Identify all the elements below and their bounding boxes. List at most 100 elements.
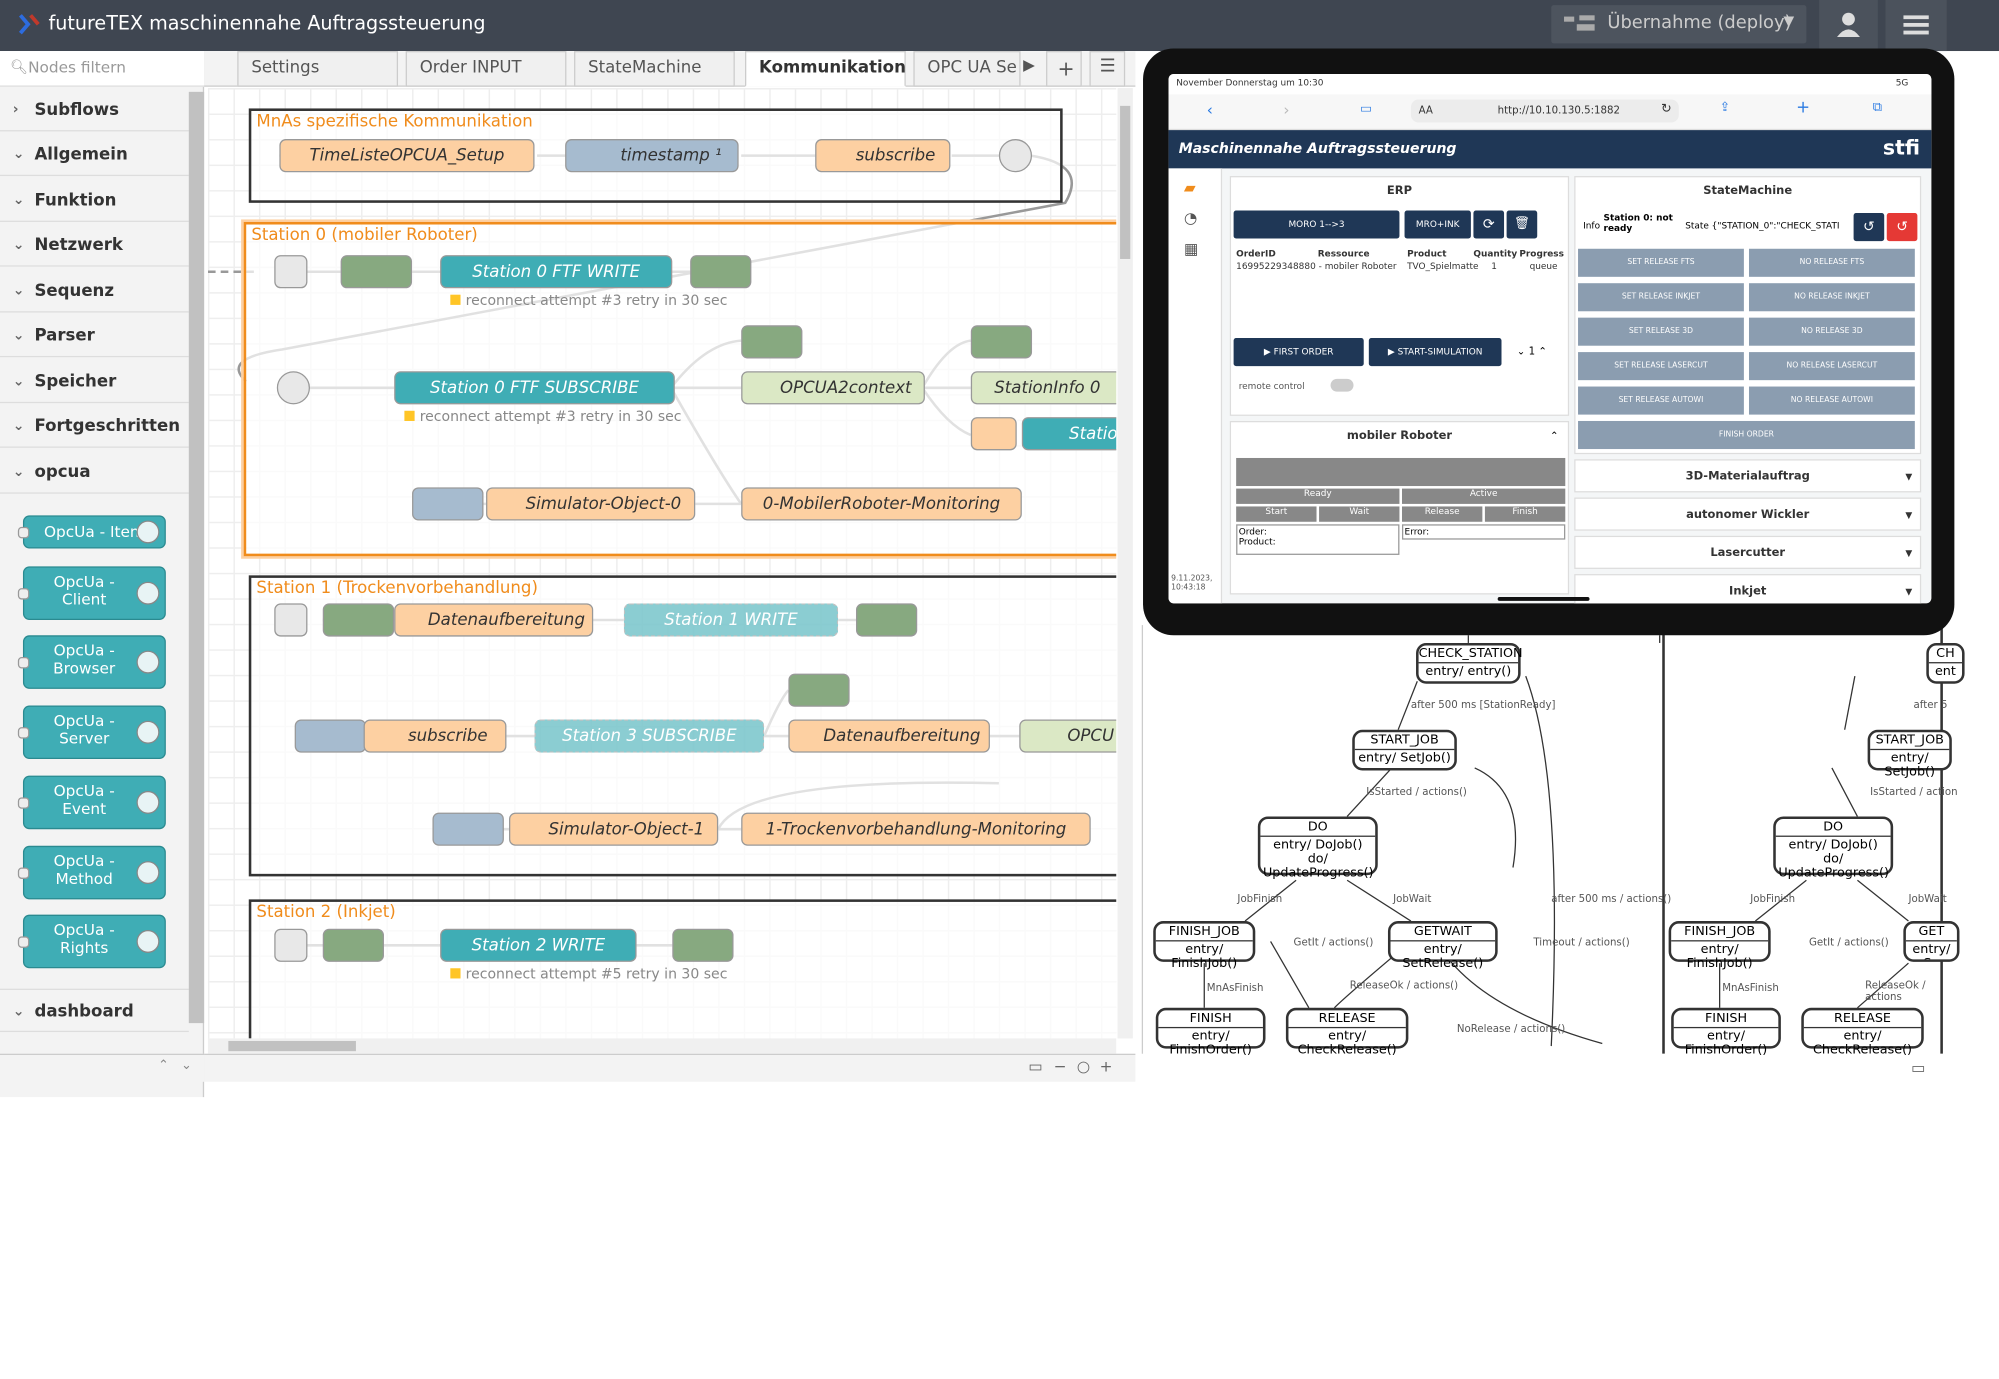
no-release-autowi-button[interactable]: NO RELEASE AUTOWI bbox=[1748, 386, 1915, 415]
node-stationinfo0[interactable]: StationInfo 0 bbox=[970, 371, 1117, 405]
main-menu-button[interactable] bbox=[1885, 0, 1947, 52]
node-station-template[interactable]: Station bbox=[1021, 417, 1117, 451]
link-in-node[interactable] bbox=[274, 255, 308, 289]
no-release-3d-button[interactable]: NO RELEASE 3D bbox=[1748, 317, 1915, 346]
add-tab-button[interactable]: + bbox=[1046, 51, 1082, 87]
expand-all-icon[interactable]: ⌄ bbox=[181, 1058, 192, 1073]
node-timestamp[interactable]: timestamp ¹ bbox=[565, 139, 739, 173]
tab-settings[interactable]: Settings bbox=[237, 51, 399, 87]
link-in-node[interactable] bbox=[274, 603, 308, 637]
node-simulator-object-0[interactable]: Simulator-Object-0 bbox=[486, 487, 696, 521]
set-release-3d-button[interactable]: SET RELEASE 3D bbox=[1578, 317, 1744, 346]
reset-icon[interactable]: ↺ bbox=[1853, 213, 1885, 242]
debug-node[interactable] bbox=[855, 603, 918, 637]
refresh-icon[interactable]: ⟳ bbox=[1473, 210, 1505, 239]
set-release-autowi-button[interactable]: SET RELEASE AUTOWI bbox=[1578, 386, 1744, 415]
workspace-vscrollbar[interactable] bbox=[1117, 88, 1133, 1039]
finish-order-button[interactable]: FINISH ORDER bbox=[1578, 420, 1915, 450]
debug-node[interactable] bbox=[788, 673, 850, 707]
palette-search[interactable]: 🔍︎ Nodes filtern bbox=[0, 51, 205, 87]
trash-icon[interactable]: 🗑︎ bbox=[1506, 210, 1538, 239]
category-sequenz[interactable]: ⌄Sequenz bbox=[0, 269, 189, 313]
tab-list-button[interactable]: ☰ bbox=[1089, 51, 1126, 87]
palette-node-opcua-server[interactable]: OpcUa - Server bbox=[17, 705, 166, 760]
inject-node[interactable] bbox=[294, 719, 367, 753]
tab-statemachine[interactable]: StateMachine bbox=[574, 51, 735, 87]
link-in-node[interactable] bbox=[274, 928, 308, 962]
palette-scrollbar[interactable] bbox=[188, 91, 205, 1024]
palette-node-opcua-rights[interactable]: OpcUa - Rights bbox=[17, 914, 166, 969]
node-simulator-object-1[interactable]: Simulator-Object-1 bbox=[509, 812, 719, 846]
debug-node[interactable] bbox=[672, 928, 734, 962]
dashboard-icon[interactable]: ◔ bbox=[1183, 209, 1198, 228]
deploy-button[interactable]: Übernahme (deploy) ▼ bbox=[1551, 5, 1807, 44]
node-station0-subscribe[interactable]: Station 0 FTF SUBSCRIBE bbox=[394, 371, 675, 405]
node-opcu[interactable]: OPCU bbox=[1019, 719, 1117, 753]
map-icon[interactable]: ▭ bbox=[1028, 1057, 1043, 1076]
palette-node-opcua-method[interactable]: OpcUa - Method bbox=[17, 845, 166, 900]
scroll-thumb[interactable] bbox=[1120, 105, 1131, 259]
workspace-hscrollbar[interactable] bbox=[207, 1038, 1117, 1054]
first-order-button[interactable]: ▶ FIRST ORDER bbox=[1233, 338, 1364, 367]
mroink-button[interactable]: MRO+INK bbox=[1404, 210, 1471, 239]
no-release-inkjet-button[interactable]: NO RELEASE INKJET bbox=[1748, 283, 1915, 312]
set-release-inkjet-button[interactable]: SET RELEASE INKJET bbox=[1578, 283, 1744, 312]
expander-autonomer-wickler[interactable]: autonomer Wickler▼ bbox=[1574, 497, 1922, 531]
reload-icon[interactable]: ↻ bbox=[1660, 102, 1672, 117]
node-station2-write[interactable]: Station 2 WRITE bbox=[440, 928, 637, 962]
bookmarks-icon[interactable]: ▭ bbox=[1359, 102, 1372, 117]
palette-node-opcua-client[interactable]: OpcUa - Client bbox=[17, 566, 166, 620]
palette-node-opcua-item[interactable]: OpcUa - Item bbox=[17, 515, 166, 549]
expander-3d-materialauftrag[interactable]: 3D-Materialauftrag▼ bbox=[1574, 459, 1922, 493]
category-dashboard[interactable]: ⌄dashboard bbox=[0, 988, 189, 1033]
reader-mode-icon[interactable]: AA bbox=[1418, 104, 1433, 117]
reset-red-icon[interactable]: ↺ bbox=[1886, 213, 1918, 242]
flow-workspace[interactable]: MnAs spezifische Kommunikation Station 0… bbox=[207, 88, 1117, 1039]
inject-node[interactable] bbox=[412, 487, 484, 521]
node-timeliste-setup[interactable]: TimeListeOPCUA_Setup bbox=[279, 139, 535, 173]
palette-node-opcua-browser[interactable]: OpcUa - Browser bbox=[17, 635, 166, 689]
category-parser[interactable]: ⌄Parser bbox=[0, 314, 189, 358]
no-release-lasercut-button[interactable]: NO RELEASE LASERCUT bbox=[1748, 352, 1915, 381]
opcua-icon[interactable] bbox=[276, 371, 310, 405]
category-opcua[interactable]: ⌄opcua bbox=[0, 450, 189, 494]
grid-icon[interactable]: ▦ bbox=[1183, 239, 1199, 258]
no-release-fts-button[interactable]: NO RELEASE FTS bbox=[1748, 248, 1915, 277]
palette-node-opcua-event[interactable]: OpcUa - Event bbox=[17, 775, 166, 830]
category-fortgeschritten[interactable]: ⌄Fortgeschritten bbox=[0, 404, 189, 448]
tab-opcua-server[interactable]: OPC UA Se bbox=[913, 51, 1021, 87]
debug-node[interactable] bbox=[322, 928, 384, 962]
scroll-thumb[interactable] bbox=[228, 1040, 356, 1052]
inject-node[interactable] bbox=[432, 812, 504, 846]
user-button[interactable] bbox=[1819, 0, 1878, 52]
tab-kommunikation[interactable]: Kommunikation bbox=[745, 51, 906, 87]
moro-button[interactable]: MORO 1-->3 bbox=[1233, 210, 1400, 239]
expander-lasercutter[interactable]: Lasercutter▼ bbox=[1574, 535, 1922, 569]
category-speicher[interactable]: ⌄Speicher bbox=[0, 360, 189, 404]
remote-control-toggle[interactable] bbox=[1330, 378, 1354, 392]
function-node[interactable] bbox=[970, 417, 1017, 451]
new-tab-icon[interactable]: + bbox=[1796, 98, 1811, 118]
category-netzwerk[interactable]: ⌄Netzwerk bbox=[0, 223, 189, 267]
orders-icon[interactable]: ▰ bbox=[1183, 178, 1196, 197]
sidebar-toggle-icon[interactable]: ▭ bbox=[1910, 1058, 1926, 1077]
opcua-icon[interactable] bbox=[998, 139, 1033, 173]
debug-node[interactable] bbox=[741, 325, 803, 359]
debug-node[interactable] bbox=[690, 255, 752, 289]
collapse-all-icon[interactable]: ⌃ bbox=[158, 1058, 169, 1073]
node-subscribe[interactable]: subscribe bbox=[815, 139, 951, 173]
start-simulation-button[interactable]: ▶ START-SIMULATION bbox=[1368, 338, 1502, 367]
node-datenaufbereitung[interactable]: Datenaufbereitung bbox=[394, 603, 594, 637]
category-subflows[interactable]: ›Subflows bbox=[0, 88, 189, 132]
category-allgemein[interactable]: ⌄Allgemein bbox=[0, 133, 189, 177]
